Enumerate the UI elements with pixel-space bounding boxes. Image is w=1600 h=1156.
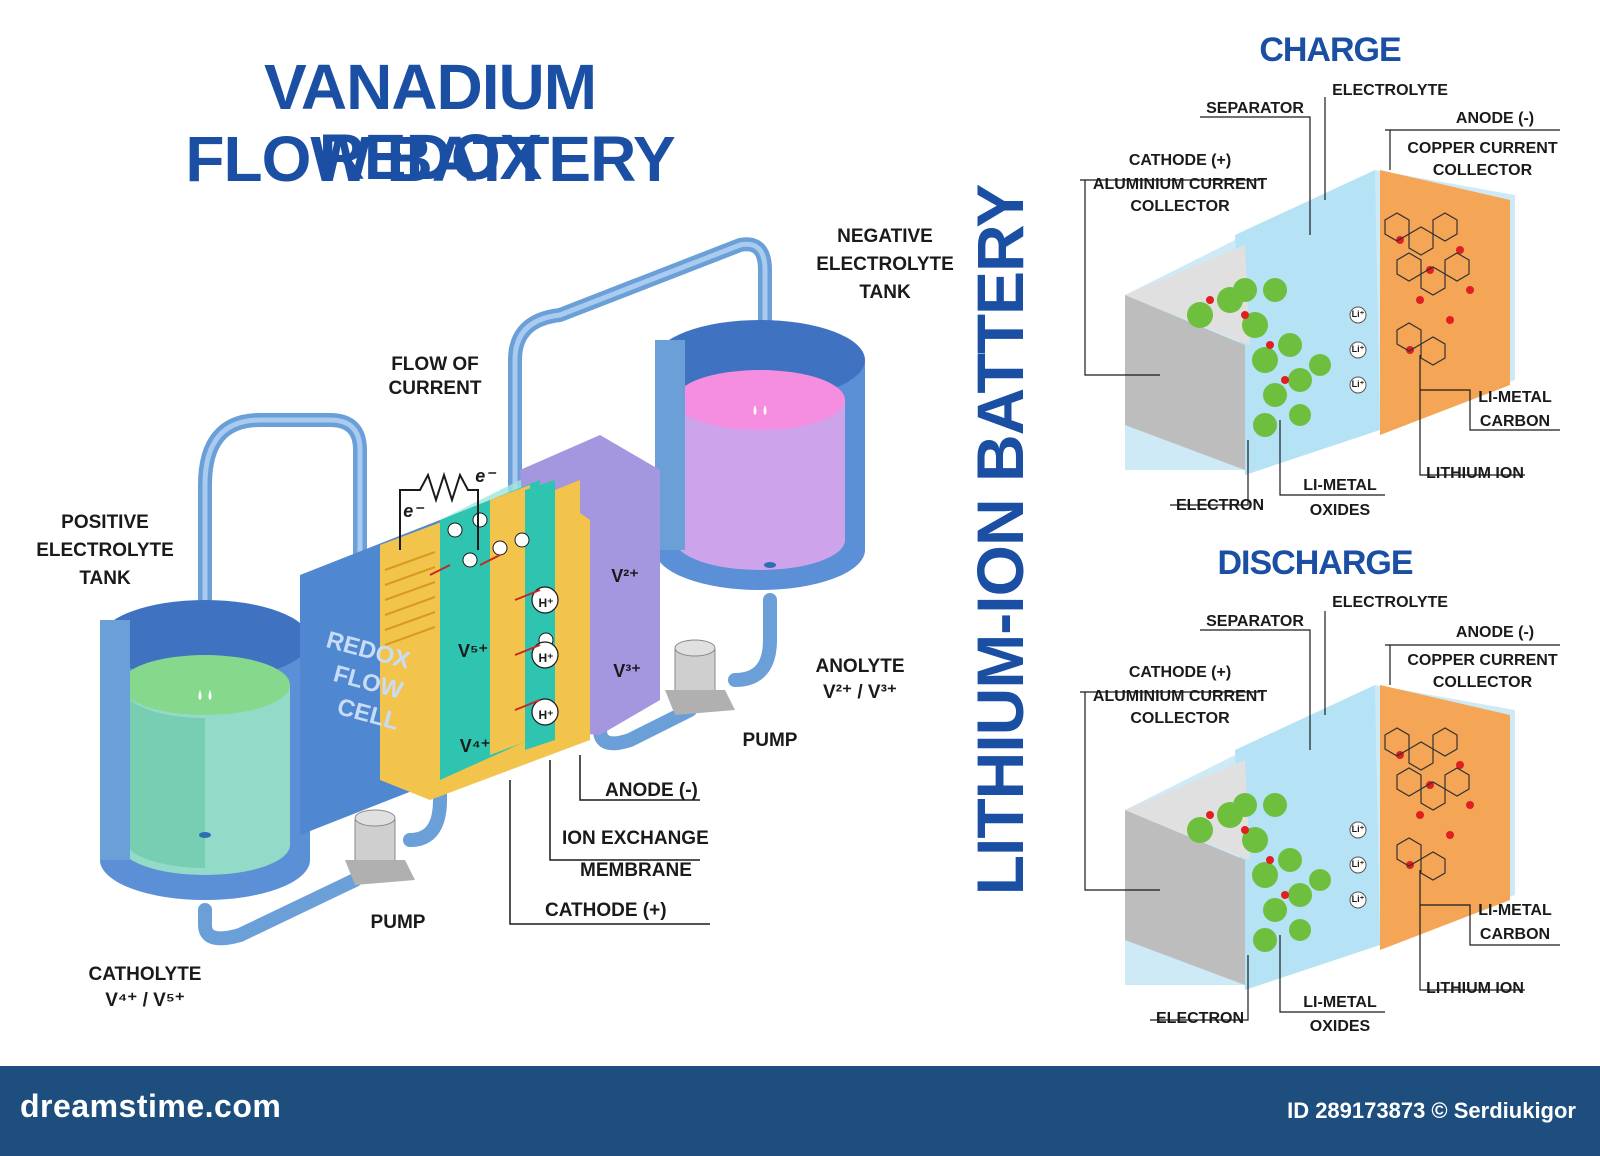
charge-anode-label: ANODE (-) <box>1455 110 1535 127</box>
discharge-li-symbol-2: Li⁺ <box>1351 859 1365 869</box>
electron-right-label: e⁻ <box>475 466 495 486</box>
v4-label: V⁴⁺ <box>459 736 491 756</box>
anolyte-ions-label: V²⁺ / V³⁺ <box>823 682 897 703</box>
charge-limetal-carbon-label-1: LI-METAL <box>1478 389 1552 406</box>
charge-copper-label-2: COLLECTOR <box>1432 162 1533 179</box>
discharge-li-symbol-1: Li⁺ <box>1351 824 1365 834</box>
charge-limetal-carbon-label-2: CARBON <box>1479 413 1551 430</box>
negative-tank-label-3: TANK <box>859 282 911 303</box>
pump-left-label: PUMP <box>370 912 426 933</box>
vrfb-title-line1: VANADIUM REDOX <box>263 51 597 193</box>
charge-li-symbol-2: Li⁺ <box>1351 344 1365 354</box>
discharge-lithium-ion-label: LITHIUM ION <box>1426 980 1524 997</box>
negative-tank-label-2: ELECTROLYTE <box>816 254 954 275</box>
positive-electrolyte-tank <box>100 600 310 900</box>
discharge-copper-label-1: COPPER CURRENT <box>1407 652 1558 669</box>
charge-limetal-oxides-label-1: LI-METAL <box>1303 477 1377 494</box>
liion-charge-cell <box>1080 97 1560 506</box>
footer-bar: dreamstime.com ID 289173873 © Serdiukigo… <box>0 1066 1600 1156</box>
charge-separator-label: SEPARATOR <box>1206 100 1304 117</box>
anolyte-label: ANOLYTE <box>815 656 905 677</box>
proton-label-1: H⁺ <box>538 596 554 610</box>
membrane-label-1: ION EXCHANGE <box>562 828 709 849</box>
proton-label-3: H⁺ <box>538 708 554 722</box>
vrfb-title-line2: FLOW BATTERY <box>185 123 675 195</box>
charge-li-symbol-1: Li⁺ <box>1351 309 1365 319</box>
catholyte-label: CATHOLYTE <box>88 964 202 985</box>
discharge-limetal-carbon-label-2: CARBON <box>1479 926 1551 943</box>
charge-cathode-label: CATHODE (+) <box>1128 152 1232 169</box>
discharge-electron-label: ELECTRON <box>1156 1010 1244 1027</box>
positive-tank-label-3: TANK <box>79 568 131 589</box>
charge-electron-label: ELECTRON <box>1176 497 1264 514</box>
charge-li-symbol-3: Li⁺ <box>1351 379 1365 389</box>
charge-heading: CHARGE <box>1259 31 1401 69</box>
cathode-label: CATHODE (+) <box>545 900 667 921</box>
v5-label: V⁵⁺ <box>458 641 488 661</box>
proton-label-2: H⁺ <box>538 651 554 665</box>
v3-label: V³⁺ <box>613 661 641 681</box>
liion-discharge-cell <box>1080 611 1560 1021</box>
membrane-label-2: MEMBRANE <box>580 860 692 881</box>
discharge-heading: DISCHARGE <box>1217 544 1413 582</box>
pump-right-label: PUMP <box>742 730 798 751</box>
charge-limetal-oxides-label-2: OXIDES <box>1309 502 1371 519</box>
redox-flow-cell <box>300 435 660 835</box>
pump-right-shape <box>665 639 735 715</box>
discharge-li-symbol-3: Li⁺ <box>1351 894 1365 904</box>
discharge-limetal-oxides-label-1: LI-METAL <box>1303 994 1377 1011</box>
discharge-aluminium-label-1: ALUMINIUM CURRENT <box>1092 688 1268 705</box>
electron-left-label: e⁻ <box>403 501 423 521</box>
flow-of-current-label-2: CURRENT <box>388 378 482 399</box>
discharge-limetal-carbon-label-1: LI-METAL <box>1478 902 1552 919</box>
discharge-separator-label: SEPARATOR <box>1206 613 1304 630</box>
charge-electrolyte-label: ELECTROLYTE <box>1332 82 1448 99</box>
discharge-aluminium-label-2: COLLECTOR <box>1130 710 1230 727</box>
anode-label: ANODE (-) <box>605 780 698 801</box>
discharge-electrolyte-label: ELECTROLYTE <box>1332 594 1448 611</box>
charge-aluminium-label-1: ALUMINIUM CURRENT <box>1092 176 1268 193</box>
vrfb-diagram <box>100 237 865 946</box>
liion-diagrams <box>1080 97 1560 1021</box>
discharge-limetal-oxides-label-2: OXIDES <box>1309 1018 1371 1035</box>
flow-of-current-label-1: FLOW OF <box>391 354 479 375</box>
pump-left-shape <box>345 809 415 885</box>
charge-aluminium-label-2: COLLECTOR <box>1130 198 1230 215</box>
discharge-cathode-label: CATHODE (+) <box>1128 664 1232 681</box>
positive-tank-label-2: ELECTROLYTE <box>36 540 174 561</box>
positive-tank-label-1: POSITIVE <box>61 512 149 533</box>
negative-tank-label-1: NEGATIVE <box>837 226 933 247</box>
catholyte-ions-label: V⁴⁺ / V⁵⁺ <box>105 990 185 1011</box>
v2-label: V²⁺ <box>611 566 639 586</box>
charge-copper-label-1: COPPER CURRENT <box>1407 140 1558 157</box>
discharge-anode-label: ANODE (-) <box>1455 624 1535 641</box>
footer-id: ID 289173873 © Serdiukigor <box>1287 1098 1576 1123</box>
footer-logo: dreamstime.com <box>20 1088 282 1124</box>
discharge-copper-label-2: COLLECTOR <box>1432 674 1533 691</box>
charge-lithium-ion-label: LITHIUM ION <box>1426 465 1524 482</box>
